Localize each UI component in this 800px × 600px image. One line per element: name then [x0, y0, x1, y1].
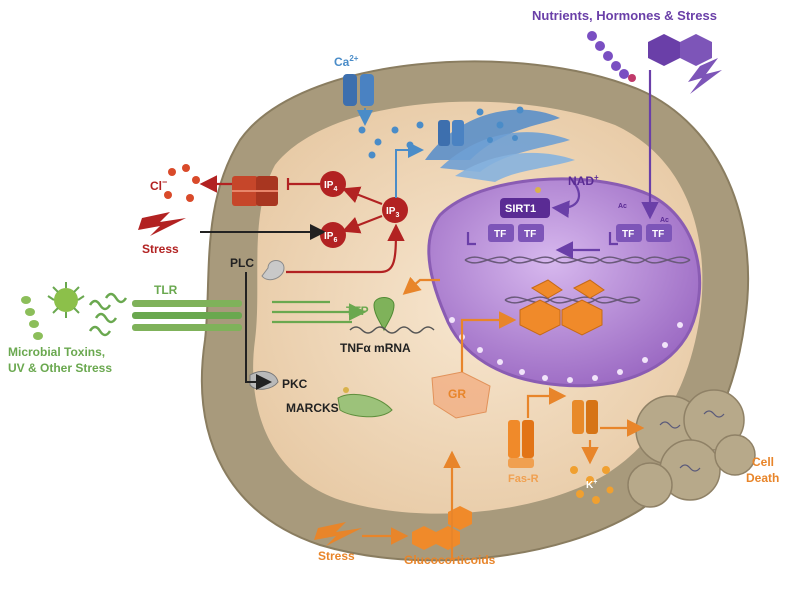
nutrients-label: Nutrients, Hormones & Stress	[532, 8, 717, 23]
sirt1-icon	[500, 187, 550, 218]
fas-r-label: Fas-R	[508, 473, 539, 485]
ttp-icon	[373, 297, 395, 332]
microbial-label-line2: UV & Other Stress	[8, 361, 112, 375]
nuclear-pores-icon	[449, 317, 683, 383]
dna-strand-icon	[464, 256, 691, 304]
fragmented-dna-icon	[659, 410, 725, 472]
ip3-label: IP3	[386, 206, 399, 219]
nutrient-chain-icon	[587, 31, 636, 82]
plc-label: PLC	[230, 256, 254, 270]
marcks-label: MARCKS	[286, 401, 339, 415]
ac-label-2: Ac	[660, 217, 669, 224]
endoplasmic-reticulum	[425, 109, 575, 182]
cell-death-blebs-icon	[627, 389, 756, 508]
cell-death-label-line1: Cell	[752, 455, 774, 469]
tf-label-4: TF	[652, 229, 664, 240]
gr-label: GR	[448, 387, 466, 401]
gr-dna-complex-icon	[519, 279, 605, 336]
ip3-node	[382, 197, 408, 223]
green-arrows	[272, 300, 367, 324]
stress-bolt-top-icon	[688, 58, 722, 94]
chloride-label: Cl−	[150, 177, 167, 193]
stress-bolt-left-icon	[138, 212, 186, 236]
plc-icon	[261, 260, 285, 281]
ip6-node	[320, 222, 346, 248]
fas-r-receptor-icon	[508, 420, 534, 468]
mrna-strand-icon	[349, 326, 435, 334]
stress-left-label: Stress	[142, 242, 179, 256]
pkc-label: PKC	[282, 377, 308, 391]
calcium-channel-membrane-icon	[343, 74, 374, 106]
potassium-channel-icon	[572, 400, 598, 434]
chloride-channel-icon	[232, 176, 278, 206]
ac-label-1: Ac	[618, 203, 627, 210]
tf-label-2: TF	[524, 229, 536, 240]
sirt1-label: SIRT1	[505, 203, 536, 215]
uv-wave-icon	[88, 292, 128, 337]
tf-label-1: TF	[494, 229, 506, 240]
bacteria-chain-icon	[21, 296, 43, 340]
nad-label: NAD+	[568, 173, 599, 188]
orange-arrows	[362, 276, 645, 560]
stress-bolt-bottom-icon	[314, 522, 362, 546]
ip6-label: IP6	[324, 231, 337, 244]
microbe-icon	[47, 282, 85, 318]
ip4-label: IP4	[324, 180, 337, 193]
purple-arrows	[466, 70, 659, 259]
hormone-molecule-icon	[648, 34, 712, 66]
calcium-label: Ca2+	[334, 54, 359, 69]
potassium-label: K+	[586, 479, 597, 491]
marcks-icon	[337, 387, 393, 418]
glucocorticoid-molecule-icon	[412, 506, 472, 550]
glucocorticoids-label: Glucocorticoids	[404, 553, 496, 567]
black-arrows	[200, 224, 326, 390]
chloride-ions-icon	[164, 164, 200, 202]
stress-bottom-label: Stress	[318, 549, 355, 563]
ip4-node	[320, 171, 346, 197]
tlr-label: TLR	[154, 283, 178, 297]
potassium-ions-icon	[570, 466, 614, 504]
tlr-receptor-icon	[132, 300, 242, 331]
red-arrows	[199, 175, 405, 274]
cell-death-label-line2: Death	[746, 471, 779, 485]
tf-label-3: TF	[622, 229, 634, 240]
calcium-ions-icon	[358, 106, 524, 159]
ttp-label: TTP	[346, 304, 369, 318]
tf-boxes-icon	[488, 224, 672, 242]
tnf-mrna-label: TNFα mRNA	[340, 341, 411, 355]
blue-arrows	[357, 108, 424, 198]
calcium-channel-er-icon	[438, 120, 464, 146]
microbial-label-line1: Microbial Toxins,	[8, 345, 105, 359]
